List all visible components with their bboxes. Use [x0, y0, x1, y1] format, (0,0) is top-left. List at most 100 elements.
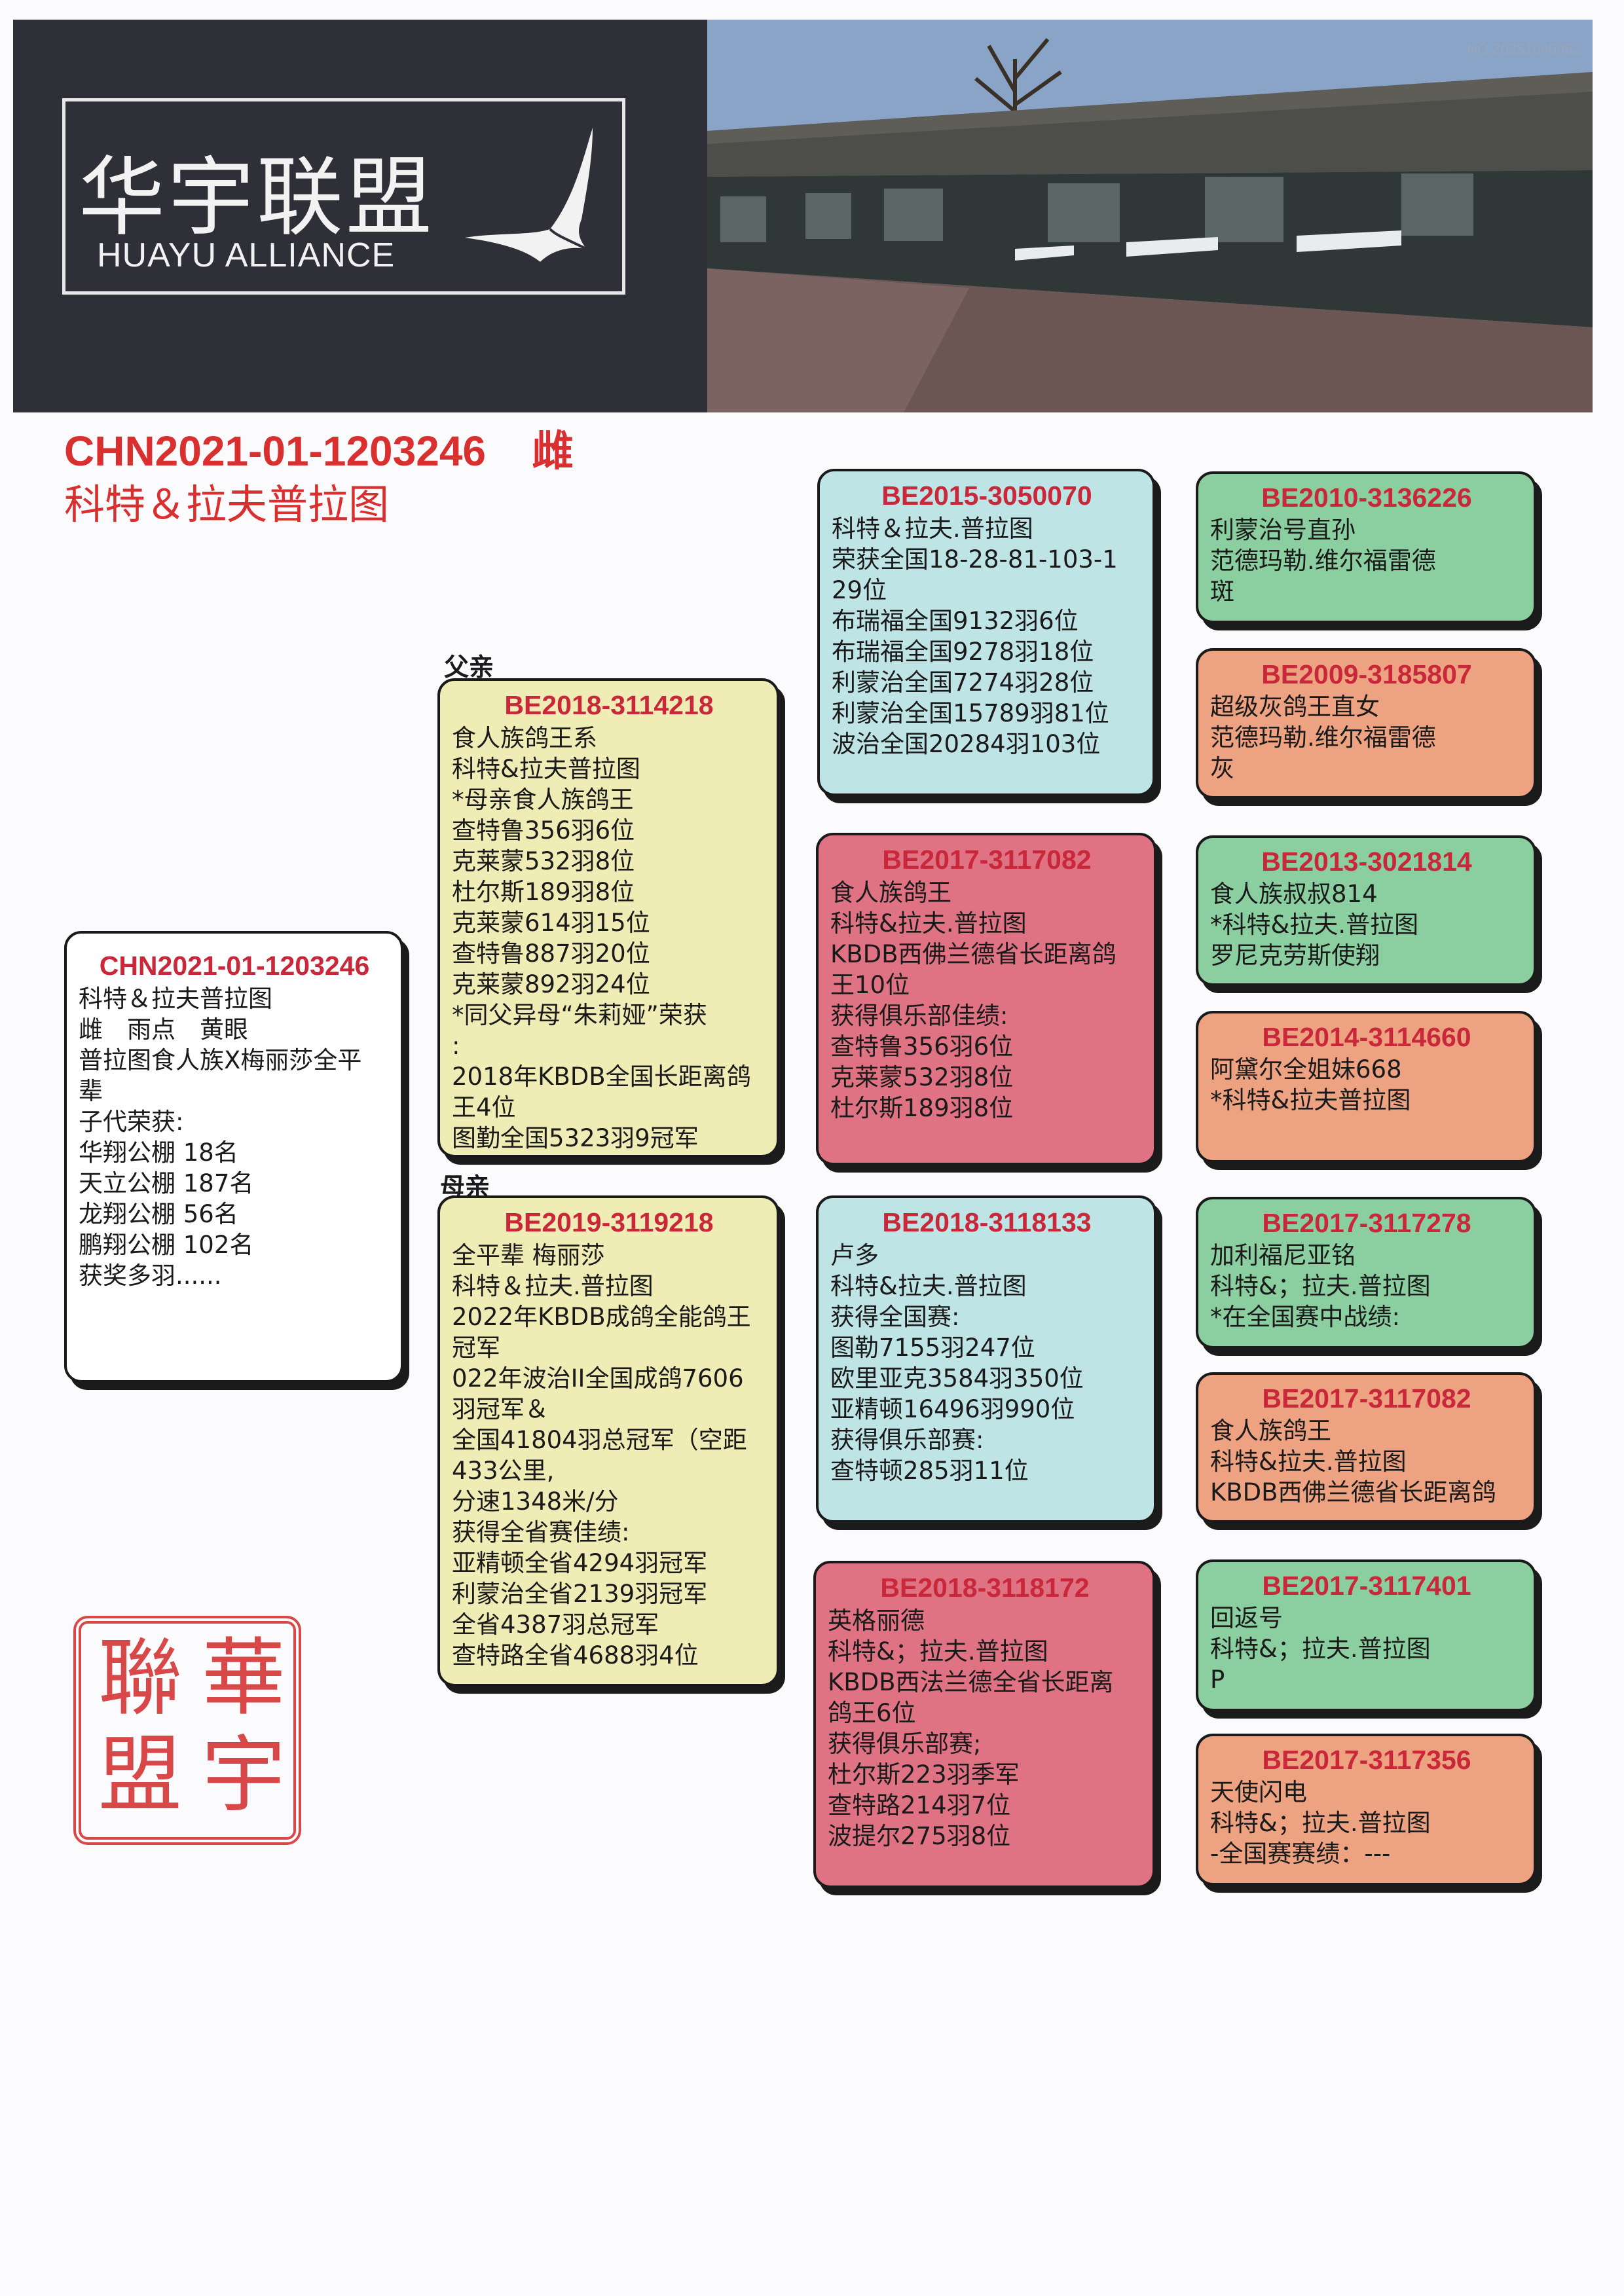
great-grandparent-card: BE2009-3185807 超级灰鸽王直女 范德玛勒.维尔福雷德 灰 [1196, 648, 1536, 799]
great-grandparent-card: BE2014-3114660 阿黛尔全姐妹668 *科特&拉夫普拉图 [1196, 1011, 1536, 1163]
logo-chinese-text: 华宇联盟 [79, 147, 435, 248]
mother-card: BE2019-3119218 全平辈 梅丽莎 科特＆拉夫.普拉图 2022年KB… [437, 1195, 779, 1686]
card-line: 阿黛尔全姐妹668 [1210, 1055, 1402, 1084]
card-line: 食人族叔叔814 [1210, 880, 1378, 908]
card-line: 科特＆拉夫.普拉图 [452, 1272, 654, 1300]
grandsire-paternal-card: BE2015-3050070 科特＆拉夫.普拉图 荣获全国18-28-81-10… [817, 469, 1155, 796]
card-line: 王4位 [452, 1093, 516, 1121]
great-grandparent-card: BE2013-3021814 食人族叔叔814 *科特&拉夫.普拉图 罗尼克劳斯… [1196, 835, 1536, 986]
granddam-maternal-card: BE2018-3118172 英格丽德 科特&；拉夫.普拉图 KBDB西法兰德全… [813, 1561, 1155, 1888]
card-line: 布瑞福全国9132羽6位 [832, 607, 1079, 635]
seal-character: 盟 [98, 1726, 183, 1824]
card-details: 食人族鸽王系 科特&拉夫普拉图 *母亲食人族鸽王 查特鲁356羽6位 克莱蒙53… [452, 723, 766, 1154]
card-ring-number: BE2017-3117356 [1262, 1745, 1471, 1775]
card-line: 科特&；拉夫.普拉图 [1210, 1809, 1431, 1837]
card-line: 辈 [79, 1077, 103, 1105]
card-line: *在全国赛中战绩: [1210, 1303, 1400, 1331]
bird-icon [465, 128, 593, 262]
card-line: 冠军 [452, 1334, 500, 1362]
card-line: 亚精顿16496羽990位 [830, 1395, 1075, 1423]
card-line: 卢多 [830, 1241, 879, 1269]
card-details: 天使闪电 科特&；拉夫.普拉图 -全国赛赛绩：--- [1210, 1777, 1523, 1869]
header-banner: 华宇联盟 HUAYU ALLIANCE [13, 20, 1593, 412]
logo-panel: 华宇联盟 HUAYU ALLIANCE [13, 20, 707, 412]
card-line: 科特&拉夫.普拉图 [830, 1272, 1027, 1300]
card-line: 科特＆拉夫.普拉图 [832, 515, 1033, 543]
card-line: 查特鲁356羽6位 [452, 816, 635, 845]
card-ring-number: BE2017-3117401 [1262, 1571, 1471, 1601]
card-details: 全平辈 梅丽莎 科特＆拉夫.普拉图 2022年KBDB成鸽全能鸽王 冠军 022… [452, 1240, 766, 1671]
card-ring-number: BE2018-3114218 [504, 690, 714, 720]
card-line: 获得全省赛佳绩: [452, 1518, 630, 1546]
card-line: 利蒙治全国7274羽28位 [832, 668, 1094, 697]
card-details: 科特＆拉夫普拉图 雌 雨点 黄眼 普拉图食人族X梅丽莎全平 辈 子代荣获: 华翔… [79, 983, 390, 1291]
card-line: 鸽王6位 [828, 1699, 916, 1727]
card-line: 英格丽德 [828, 1607, 925, 1635]
card-line: 布瑞福全国9278羽18位 [832, 638, 1094, 666]
card-line: 斑 [1210, 577, 1234, 606]
card-line: 克莱蒙614羽15位 [452, 909, 650, 937]
card-details: 回返号 科特&；拉夫.普拉图 P [1210, 1603, 1523, 1695]
card-line: 杜尔斯223羽季军 [828, 1760, 1020, 1789]
card-details: 科特＆拉夫.普拉图 荣获全国18-28-81-103-1 29位 布瑞福全国91… [832, 513, 1142, 759]
card-details: 英格丽德 科特&；拉夫.普拉图 KBDB西法兰德全省长距离 鸽王6位 获得俱乐部… [828, 1605, 1142, 1851]
seal-character: 華 [202, 1630, 286, 1727]
card-ring-number: BE2015-3050070 [881, 481, 1092, 511]
card-line: 波提尔275羽8位 [828, 1822, 1011, 1850]
card-line: 科特&；拉夫.普拉图 [1210, 1272, 1431, 1300]
card-line: 食人族鸽王系 [452, 724, 597, 752]
granddam-paternal-card: BE2017-3117082 食人族鸽王 科特&拉夫.普拉图 KBDB西佛兰德省… [816, 833, 1156, 1165]
father-card: BE2018-3114218 食人族鸽王系 科特&拉夫普拉图 *母亲食人族鸽王 … [437, 678, 779, 1157]
pigeon-loft-image [707, 20, 1593, 412]
document-number: NO.20251046952 [1467, 41, 1581, 57]
card-line: 杜尔斯189羽8位 [452, 878, 635, 906]
card-line: 天立公棚 187名 [79, 1169, 254, 1197]
card-details: 卢多 科特&拉夫.普拉图 获得全国赛: 图勒7155羽247位 欧里亚克3584… [830, 1240, 1143, 1486]
card-ring-number: BE2017-3117082 [1262, 1383, 1471, 1413]
card-line: 杜尔斯189羽8位 [830, 1094, 1014, 1122]
card-line: 利蒙治号直孙 [1210, 516, 1356, 544]
card-details: 阿黛尔全姐妹668 *科特&拉夫普拉图 [1210, 1054, 1523, 1116]
card-ring-number: BE2018-3118172 [880, 1573, 1090, 1603]
seal-character: 宇 [202, 1726, 286, 1824]
card-ring-number: BE2017-3117082 [882, 845, 1092, 875]
card-details: 食人族鸽王 科特&拉夫.普拉图 KBDB西佛兰德省长距离鸽 王10位 获得俱乐部… [830, 877, 1143, 1123]
card-line: 克莱蒙892羽24位 [452, 970, 650, 998]
card-line: 欧里亚克3584羽350位 [830, 1364, 1084, 1393]
card-line: 查特鲁356羽6位 [830, 1032, 1014, 1061]
title-ring-number: CHN2021-01-1203246 [64, 428, 486, 475]
card-ring-number: BE2019-3119218 [504, 1207, 714, 1237]
card-ring-number: BE2018-3118133 [882, 1207, 1092, 1237]
card-ring-number: CHN2021-01-1203246 [99, 951, 370, 981]
card-line: 获得全国赛: [830, 1303, 960, 1331]
great-grandparent-card: BE2017-3117278 加利福尼亚铭 科特&；拉夫.普拉图 *在全国赛中战… [1196, 1197, 1536, 1349]
card-line: 查特鲁887羽20位 [452, 939, 650, 968]
great-grandparent-card: BE2017-3117082 食人族鸽王 科特&拉夫.普拉图 KBDB西佛兰德省… [1196, 1372, 1536, 1523]
card-line: 利蒙治全省2139羽冠军 [452, 1580, 708, 1608]
card-line: 罗尼克劳斯使翔 [1210, 941, 1380, 970]
card-line: KBDB西法兰德全省长距离 [828, 1668, 1114, 1696]
card-line: 查特路214羽7位 [828, 1791, 1011, 1819]
card-details: 超级灰鸽王直女 范德玛勒.维尔福雷德 灰 [1210, 691, 1523, 784]
card-line: 图勒7155羽247位 [830, 1334, 1035, 1362]
father-label: 父亲 [444, 653, 494, 682]
card-line: 科特&；拉夫.普拉图 [828, 1637, 1048, 1666]
card-line: *母亲食人族鸽王 [452, 786, 634, 814]
card-line: 范德玛勒.维尔福雷德 [1210, 723, 1436, 752]
card-line: 全省4387羽总冠军 [452, 1611, 659, 1639]
card-line: -全国赛赛绩：--- [1210, 1840, 1391, 1868]
card-ring-number: BE2013-3021814 [1261, 847, 1472, 877]
card-line: 图勤全国5323羽9冠军 [452, 1124, 699, 1152]
great-grandparent-card: BE2010-3136226 利蒙治号直孙 范德玛勒.维尔福雷德 斑 [1196, 471, 1536, 623]
card-line: 华翔公棚 18名 [79, 1139, 238, 1167]
card-line: KBDB西佛兰德省长距离鸽 [1210, 1478, 1496, 1506]
title-sex: 雌 [532, 428, 574, 475]
logo-english-text: HUAYU ALLIANCE [97, 236, 396, 274]
card-line: 灰 [1210, 754, 1234, 782]
card-line: 亚精顿全省4294羽冠军 [452, 1549, 708, 1577]
card-line: 子代荣获: [79, 1108, 184, 1136]
logo: 华宇联盟 HUAYU ALLIANCE [62, 98, 625, 295]
card-line: : [452, 1032, 460, 1060]
card-details: 加利福尼亚铭 科特&；拉夫.普拉图 *在全国赛中战绩: [1210, 1240, 1523, 1332]
card-line: 获奖多羽...... [79, 1262, 222, 1290]
